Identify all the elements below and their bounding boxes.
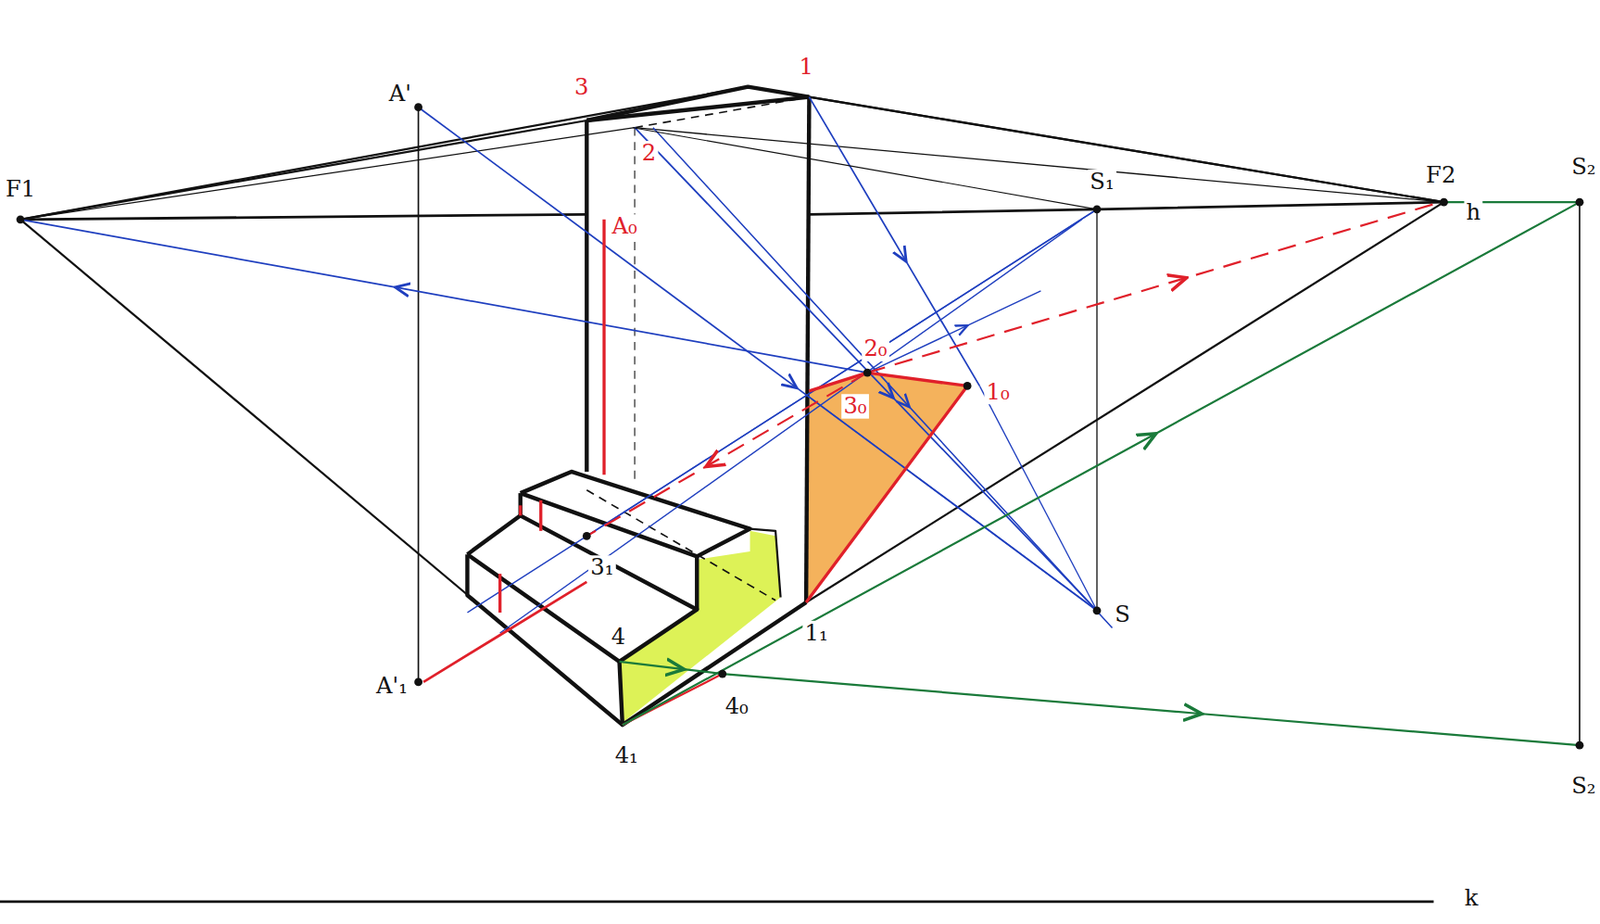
point-label: k <box>1462 885 1481 910</box>
point-dot <box>1439 198 1449 207</box>
light-ray <box>867 290 1041 373</box>
point-dot <box>1575 741 1585 750</box>
stair-edge <box>694 555 699 609</box>
point-label: S₂ <box>1569 773 1599 798</box>
hidden-edge <box>634 97 809 128</box>
point-label: F2 <box>1423 163 1459 188</box>
stair-edge <box>466 515 697 662</box>
vanishing-line <box>20 87 748 220</box>
point-label: 2 <box>640 140 659 165</box>
stair-edge <box>750 529 782 598</box>
stair-edge <box>518 492 523 516</box>
point-dot <box>963 381 972 391</box>
light-ray <box>808 97 980 387</box>
point-label: 4 <box>609 624 629 649</box>
light-ray <box>466 209 1097 613</box>
point-dot <box>16 214 26 224</box>
point-label: h <box>1463 200 1483 225</box>
light-ray <box>586 209 1097 537</box>
point-dot <box>1575 198 1585 207</box>
ground-line <box>0 899 1434 903</box>
point-label: 1₁ <box>802 620 831 645</box>
point-label: A'₁ <box>374 673 410 698</box>
point-dot <box>863 368 872 378</box>
shadow-line <box>867 203 1434 373</box>
shadow-ray <box>722 673 1580 745</box>
vertical-line <box>417 107 420 682</box>
shadow-line <box>539 500 542 531</box>
shadow-ray <box>622 201 1580 725</box>
point-label: 2₀ <box>861 337 890 362</box>
vertical-line <box>1096 209 1097 611</box>
point-label: 4₀ <box>722 693 751 719</box>
point-label: 3 <box>572 75 592 101</box>
light-ray <box>807 395 1097 610</box>
shadow-outline <box>806 372 968 603</box>
horizon-line <box>808 201 1444 215</box>
stair-shadow <box>619 530 782 723</box>
horizon-line <box>20 214 587 220</box>
shadow-line <box>498 573 502 613</box>
point-dot <box>718 669 727 679</box>
point-label: S <box>1112 602 1133 627</box>
point-label: 3₀ <box>841 393 870 418</box>
stair-edge <box>520 471 751 556</box>
wall-edge <box>806 97 809 603</box>
wall-edge <box>584 120 589 472</box>
vanishing-line <box>747 87 1444 202</box>
light-ray <box>500 219 1083 633</box>
point-label: 4₁ <box>612 743 641 768</box>
light-ray <box>653 127 1113 629</box>
shadow-line <box>602 219 605 475</box>
shadow-line <box>586 372 868 536</box>
vanishing-line <box>20 127 635 220</box>
point-label: S₁ <box>1087 169 1117 194</box>
light-ray <box>418 107 1097 611</box>
shadow-line <box>423 581 587 682</box>
light-ray <box>20 219 868 373</box>
cast-shadow <box>806 372 968 603</box>
point-dot <box>1093 605 1102 615</box>
stair-edge <box>619 602 807 725</box>
point-dot <box>582 531 592 541</box>
point-label: 1₀ <box>983 379 1012 404</box>
point-label: A' <box>386 81 414 106</box>
vanishing-line <box>808 97 1444 202</box>
wall-edge <box>586 87 809 121</box>
shadow-line <box>518 504 522 516</box>
point-dot <box>414 102 423 112</box>
point-label: A₀ <box>609 214 640 239</box>
point-dot <box>1093 204 1102 214</box>
vertical-line <box>1578 201 1581 745</box>
construction-line <box>632 127 1097 210</box>
shadow-ray <box>619 661 723 674</box>
vanishing-line <box>806 201 1444 603</box>
point-dot <box>414 678 423 687</box>
vanishing-line <box>20 219 623 725</box>
point-label: 3₁ <box>588 554 617 580</box>
point-label: F1 <box>3 176 38 202</box>
point-label: S₂ <box>1569 154 1599 179</box>
hidden-edge <box>634 127 636 480</box>
vanishing-line <box>634 127 1444 202</box>
point-label: 1 <box>796 54 816 79</box>
light-ray <box>634 127 1097 611</box>
